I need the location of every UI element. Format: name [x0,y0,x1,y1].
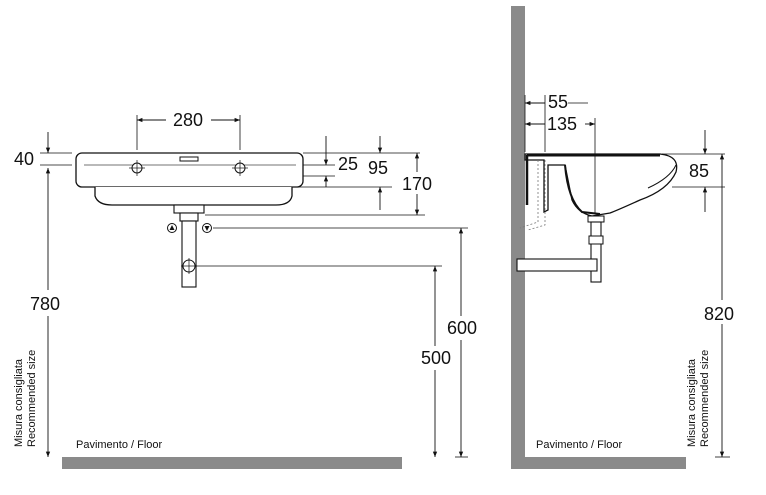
wall [511,6,525,469]
recommended-it-side: Misura consigliata [686,358,698,447]
dim-600-label: 600 [447,318,477,338]
recommended-en-front: Recommended size [26,350,38,447]
recommended-en-side: Recommended size [699,350,711,447]
basin-bowl [94,187,293,206]
dim-780-label: 780 [30,294,60,314]
front-view: Pavimento / Floor [13,110,477,469]
dim-25-label: 25 [338,154,358,174]
overflow-slot [179,156,199,162]
recommended-size-side: Misura consigliata Recommended size [686,350,711,447]
recommended-size-front: Misura consigliata Recommended size [13,350,38,447]
dim-55-label: 55 [548,92,568,112]
dim-820-label: 820 [704,304,734,324]
floor-label-front: Pavimento / Floor [76,439,163,451]
tap-hole-right [232,160,248,176]
recommended-it-front: Misura consigliata [13,358,25,447]
dim-40-label: 40 [14,149,34,169]
dim-500-label: 500 [421,348,451,368]
siphon-pipe-side [590,221,602,283]
dim-280-label: 280 [173,110,203,130]
tap-hole-left [129,160,145,176]
floor-bar-side [511,457,686,469]
dim-170-label: 170 [402,174,432,194]
siphon-pipe [181,220,197,288]
dim-85-label: 85 [689,161,709,181]
floor-label-side: Pavimento / Floor [536,439,623,451]
marker-up-icon [167,223,177,233]
floor-bar-front [62,457,402,469]
basin-profile [524,153,678,217]
waste-flange [173,204,205,214]
dim-95-label: 95 [368,158,388,178]
dim-135-label: 135 [547,114,577,134]
side-view: Pavimento / Floor 55 135 85 [511,6,734,469]
hidden-line [519,160,539,229]
waste-nut [179,212,199,222]
siphon-drain-pipe [516,258,598,272]
marker-down-icon [202,223,212,233]
